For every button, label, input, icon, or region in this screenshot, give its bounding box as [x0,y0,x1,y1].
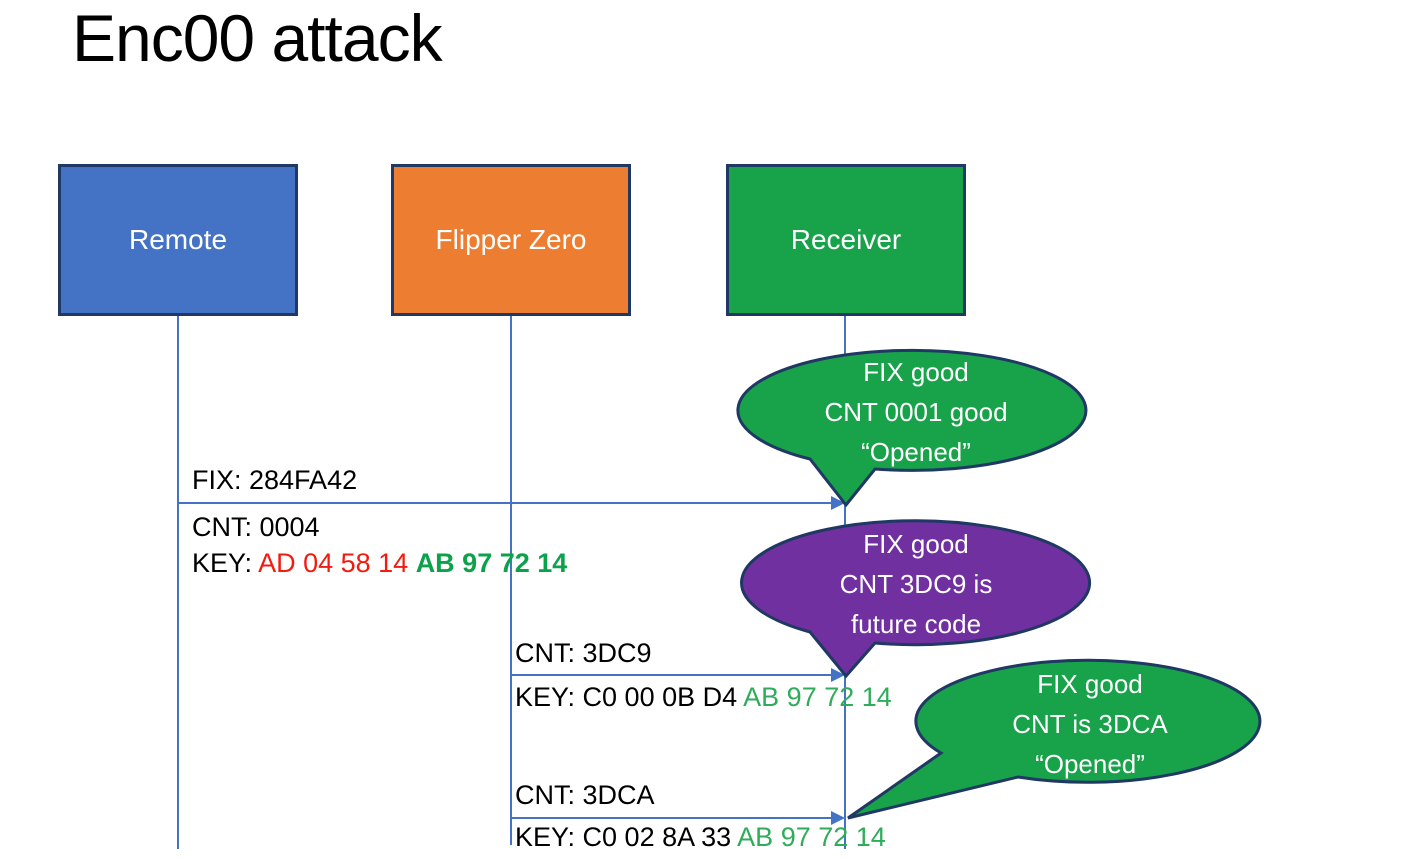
message-2-cnt: CNT: 3DC9 [515,638,652,668]
callout-2-line-1: FIX good [863,529,969,559]
actor-label-receiver: Receiver [790,224,902,255]
actor-box-flipper-zero: Flipper Zero [391,164,631,316]
actor-label-flipper-zero: Flipper Zero [435,224,587,255]
message-2-key-green: AB 97 72 14 [743,682,892,712]
callout-3-line-3: “Opened” [1035,749,1145,779]
actor-label-remote: Remote [128,224,228,255]
message-1-key: KEY: AD 04 58 14 AB 97 72 14 [192,546,567,580]
callout-1-line-3: “Opened” [861,437,971,467]
message-2-key: KEY: C0 00 0B D4 AB 97 72 14 [515,680,892,714]
message-line-2 [511,674,833,676]
callout-1-line-1: FIX good [863,357,969,387]
callout-3-line-2: CNT is 3DCA [1012,709,1168,739]
message-1-cnt: CNT: 0004 [192,512,320,542]
slide-title: Enc00 attack [72,1,443,75]
message-1-key-prefix: KEY: [192,548,259,578]
message-line-1 [178,502,833,504]
callout-2-line-3: future code [850,609,982,639]
arrowhead-icon-1 [831,496,845,510]
callout-2-line-2: CNT 3DC9 is [839,569,993,599]
message-line-3 [511,817,833,819]
callout-3-line-1: FIX good [1037,669,1143,699]
lifeline-remote [177,316,179,849]
callout-text-2: FIX good CNT 3DC9 is future code [742,524,1090,644]
message-1-key-red: AD 04 58 14 [258,548,416,578]
arrowhead-icon-3 [831,811,845,825]
callout-text-3: FIX good CNT is 3DCA “Opened” [918,664,1262,784]
callout-text-1: FIX good CNT 0001 good “Opened” [742,352,1090,472]
message-3-cnt: CNT: 3DCA [515,780,655,810]
actor-box-receiver: Receiver [726,164,966,316]
message-3-key-green: AB 97 72 14 [737,822,886,852]
lifeline-flipper-zero [510,316,512,845]
actor-box-remote: Remote [58,164,298,316]
message-1-fix: FIX: 284FA42 [192,465,358,495]
message-1-key-green: AB 97 72 14 [415,548,568,578]
callout-1-line-2: CNT 0001 good [824,397,1008,427]
message-2-key-prefix: KEY: C0 00 0B D4 [515,682,744,712]
message-3-key-prefix: KEY: C0 02 8A 33 [515,822,738,852]
message-3-key: KEY: C0 02 8A 33 AB 97 72 14 [515,820,886,854]
